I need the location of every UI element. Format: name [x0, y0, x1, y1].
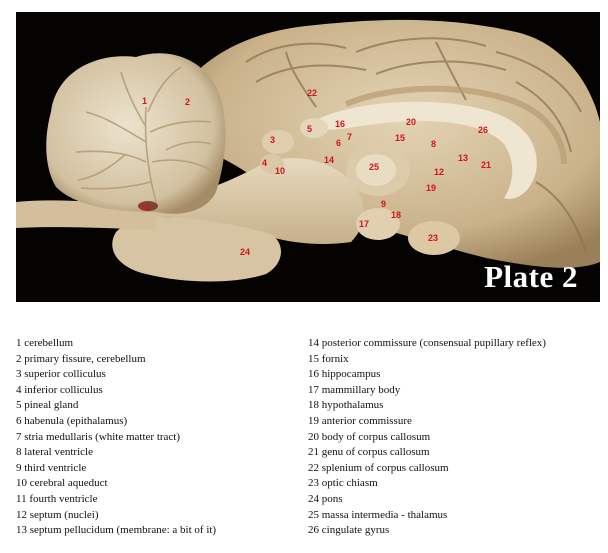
label-7: 7 — [347, 132, 353, 142]
legend-item: 19 anterior commissure — [308, 414, 412, 427]
label-21: 21 — [481, 160, 492, 170]
label-8: 8 — [431, 139, 437, 149]
label-22: 22 — [307, 88, 318, 98]
label-12: 12 — [434, 167, 445, 177]
legend-item: 8 lateral ventricle — [16, 446, 93, 459]
label-13: 13 — [458, 153, 469, 163]
legend-item: 10 cerebral aqueduct — [16, 477, 108, 490]
label-6: 6 — [336, 138, 342, 148]
label-5: 5 — [307, 124, 313, 134]
legend-item: 17 mammillary body — [308, 383, 401, 396]
label-9: 9 — [381, 199, 387, 209]
label-20: 20 — [406, 117, 417, 127]
label-14: 14 — [324, 155, 335, 165]
brain-illustration — [16, 19, 600, 282]
legend-item: 24 pons — [308, 492, 343, 505]
legend-item: 7 stria medullaris (white matter tract) — [16, 430, 181, 443]
legend-item: 2 primary fissure, cerebellum — [16, 352, 146, 365]
legend-right-column: 14 posterior commissure (consensual pupi… — [308, 336, 546, 539]
legend-item: 25 massa intermedia - thalamus — [308, 508, 448, 521]
legend-item: 1 cerebellum — [16, 337, 74, 349]
legend-item: 21 genu of corpus callosum — [308, 446, 430, 459]
legend-item: 26 cingulate gyrus — [308, 524, 390, 537]
label-10: 10 — [275, 166, 286, 176]
legend-item: 14 posterior commissure (consensual pupi… — [308, 337, 546, 349]
label-1: 1 — [142, 96, 148, 106]
legend-item: 9 third ventricle — [16, 461, 87, 474]
label-24: 24 — [240, 247, 251, 257]
label-15: 15 — [395, 133, 406, 143]
label-19: 19 — [426, 183, 437, 193]
legend-item: 23 optic chiasm — [308, 477, 378, 490]
legend-item: 12 septum (nuclei) — [16, 508, 99, 521]
label-16: 16 — [335, 119, 346, 129]
label-23: 23 — [428, 233, 439, 243]
legend-left-column: 1 cerebellum 2 primary fissure, cerebell… — [16, 336, 216, 539]
legend-item: 13 septum pellucidum (membrane: a bit of… — [16, 524, 217, 537]
label-25: 25 — [369, 162, 380, 172]
legend-item: 16 hippocampus — [308, 368, 381, 381]
legend-item: 3 superior colliculus — [16, 368, 106, 381]
legend-item: 11 fourth ventricle — [16, 492, 98, 505]
legend-item: 22 splenium of corpus callosum — [308, 461, 449, 474]
label-26: 26 — [478, 125, 489, 135]
brain-sagittal-photo: 1 2 3 4 5 6 7 8 9 10 11 12 13 14 15 16 1… — [16, 12, 600, 302]
label-17: 17 — [359, 219, 370, 229]
label-11: 11 — [141, 202, 151, 212]
legend-item: 18 hypothalamus — [308, 399, 384, 412]
plate-title: Plate 2 — [484, 259, 578, 294]
legend-item: 4 inferior colliculus — [16, 383, 103, 396]
legend-item: 15 fornix — [308, 352, 349, 365]
label-4: 4 — [262, 158, 268, 168]
label-3: 3 — [270, 135, 276, 145]
label-18: 18 — [391, 210, 402, 220]
label-2: 2 — [185, 97, 191, 107]
legend-item: 20 body of corpus callosum — [308, 430, 431, 443]
legend-item: 5 pineal gland — [16, 399, 79, 412]
legend-item: 6 habenula (epithalamus) — [16, 414, 128, 427]
